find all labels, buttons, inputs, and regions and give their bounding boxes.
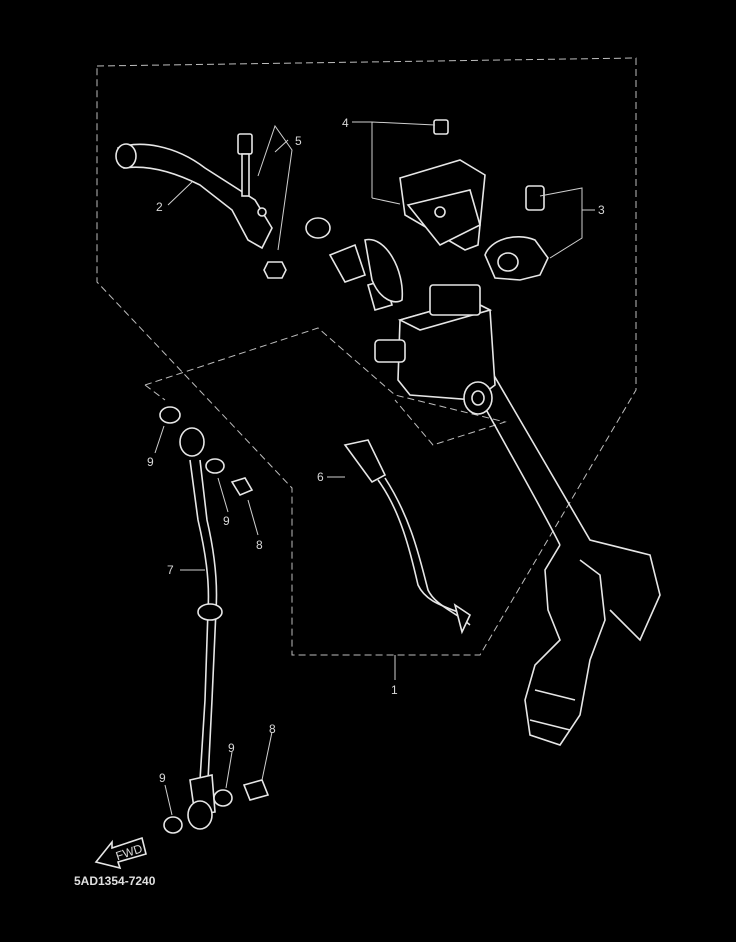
projection-lines [144, 327, 507, 446]
diagram-code: 5AD1354-7240 [74, 874, 156, 888]
direction-marker: FWD [114, 841, 145, 863]
callout-6: 6 [317, 470, 324, 484]
callout-8-upper: 8 [256, 538, 263, 552]
pivot-bolt [237, 124, 293, 279]
leader-lines [154, 121, 595, 816]
reservoir-cap [371, 119, 486, 251]
callout-2: 2 [156, 200, 163, 214]
brake-switch [343, 439, 472, 635]
callout-4: 4 [342, 116, 349, 130]
assembly-boundary [96, 57, 637, 656]
callout-9-upper-left: 9 [147, 455, 154, 469]
callout-5: 5 [295, 134, 302, 148]
brake-hose [159, 406, 270, 834]
callout-9-lower-left: 9 [159, 771, 166, 785]
handlebar [469, 359, 661, 746]
callout-1: 1 [391, 683, 398, 697]
forward-arrow-icon: FWD [94, 836, 147, 870]
callout-9-upper-right: 9 [223, 514, 230, 528]
callout-8-lower: 8 [269, 722, 276, 736]
callout-7: 7 [167, 563, 174, 577]
callout-3: 3 [598, 203, 605, 217]
callout-9-lower-right: 9 [228, 741, 235, 755]
handlebar-holder [484, 185, 583, 281]
piston-kit [305, 217, 404, 311]
brake-lever [115, 143, 273, 250]
master-cylinder [374, 284, 496, 415]
